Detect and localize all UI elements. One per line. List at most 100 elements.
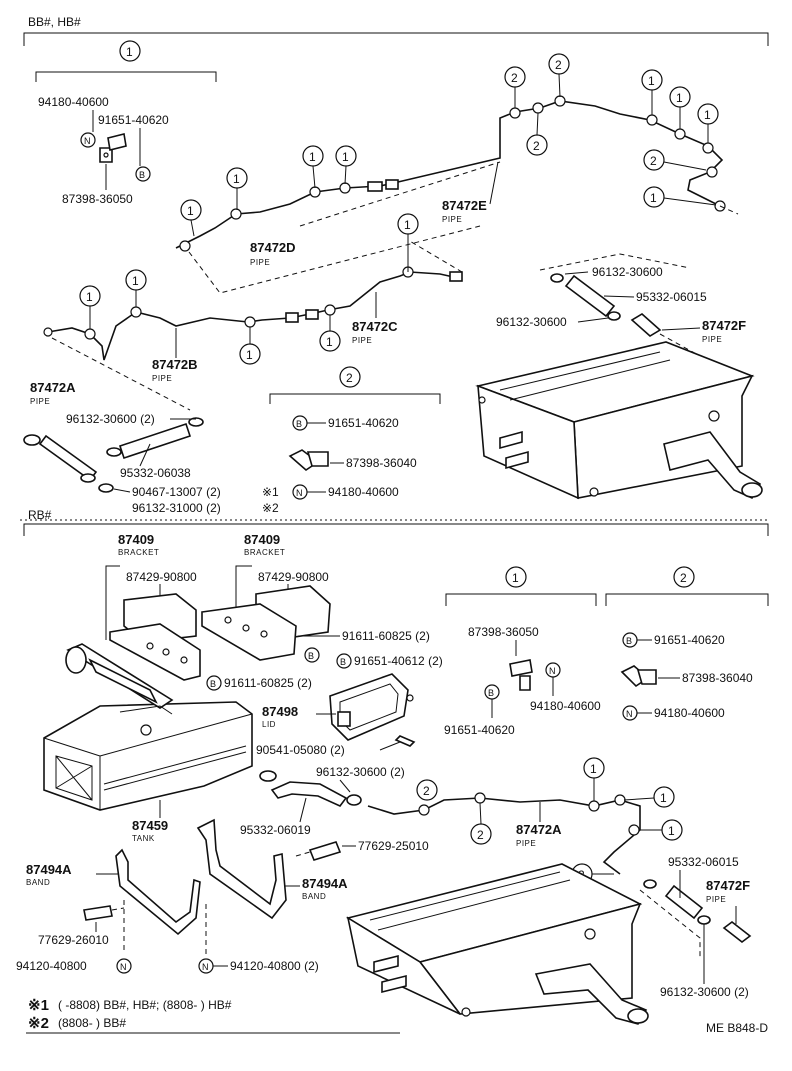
nut-symbol-n: N [292, 484, 308, 500]
hose-95332-06019 [259, 770, 362, 807]
bracket-part-2 [201, 585, 331, 661]
svg-text:B: B [296, 419, 302, 429]
bracket-label-1: 87409 [118, 532, 154, 547]
svg-text:1: 1 [660, 791, 667, 805]
clip-part [509, 659, 533, 691]
svg-text:B: B [210, 679, 216, 689]
plug-77629-26010 [83, 905, 113, 921]
svg-text:2: 2 [533, 139, 540, 153]
nut-symbol-n: N [622, 705, 638, 721]
hose-assembly-left [23, 417, 204, 493]
pipe-label-87472a: 87472A [30, 380, 76, 395]
section-label-top: BB#, HB# [28, 15, 81, 29]
ref-circles-bottom: 2 2 1 1 1 2 [416, 757, 683, 885]
leader-line [299, 797, 307, 823]
bolt-symbol-b: B [135, 166, 151, 182]
part-number: 91651-40620 [98, 113, 169, 127]
part-number: 94180-40600 [530, 699, 601, 713]
pipe-sublabel: PIPE [250, 258, 270, 267]
svg-text:1: 1 [512, 571, 519, 585]
section-bracket-top [23, 32, 769, 46]
group1-bracket-bottom [445, 593, 597, 606]
nut-symbol-n: N [198, 958, 214, 974]
part-number: 95332-06015 [668, 855, 739, 869]
svg-text:1: 1 [132, 274, 139, 288]
pipe-87472b-87472c [43, 266, 463, 361]
leader-line [339, 779, 351, 793]
bolt-symbol-b: B [484, 684, 500, 700]
svg-text:1: 1 [650, 191, 657, 205]
pipe-sublabel: PIPE [442, 215, 462, 224]
diagram-code: ME B848-D [706, 1021, 768, 1035]
section-label-bottom: RB# [28, 508, 52, 522]
band-sublabel-1: BAND [26, 878, 50, 887]
svg-text:2: 2 [477, 828, 484, 842]
lid-part [329, 673, 416, 747]
svg-text:B: B [626, 636, 632, 646]
nut-symbol-n: N [116, 958, 132, 974]
pipe-label-87472b: 87472B [152, 357, 198, 372]
pipe-label-87472f-bottom: 87472F [706, 878, 750, 893]
leader-line [564, 271, 589, 275]
svg-text:2: 2 [555, 58, 562, 72]
group1-bracket-top [35, 71, 217, 82]
svg-text:1: 1 [233, 172, 240, 186]
svg-text:N: N [120, 962, 127, 972]
part-number: 91651-40620 [654, 633, 725, 647]
bolt-symbol-b: B [622, 632, 638, 648]
band-part-1 [115, 848, 201, 936]
svg-text:1: 1 [404, 218, 411, 232]
fuel-tank [43, 643, 253, 811]
pipe-sublabel: PIPE [152, 374, 172, 383]
svg-text:1: 1 [590, 762, 597, 776]
svg-text:1: 1 [187, 204, 194, 218]
leader-line [661, 327, 701, 331]
hose-assembly-bottom-right [643, 879, 752, 944]
part-number: 94120-40800 (2) [230, 959, 319, 973]
bolt-symbol-b: B [206, 675, 222, 691]
part-number: 96132-30600 (2) [66, 412, 155, 426]
leader-line [235, 565, 252, 620]
pipe-87472d [175, 100, 724, 252]
leader-line [577, 317, 609, 323]
tank-label: 87459 [132, 818, 168, 833]
svg-text:N: N [84, 136, 91, 146]
clip-part [99, 133, 127, 163]
bracket-part-1 [109, 593, 201, 681]
pipe-sublabel: PIPE [516, 839, 536, 848]
svg-text:1: 1 [342, 150, 349, 164]
part-number: 96132-30600 [592, 265, 663, 279]
lid-label: 87498 [262, 704, 298, 719]
svg-text:1: 1 [676, 91, 683, 105]
ref-circles-upper: 1 1 1 1 2 2 2 1 1 1 2 1 [180, 53, 719, 237]
pipe-87472a-bottom [367, 792, 641, 875]
svg-text:B: B [340, 657, 346, 667]
part-number: 87429-90800 [258, 570, 329, 584]
svg-text:2: 2 [650, 154, 657, 168]
nut-symbol-n: N [80, 132, 96, 148]
tank-sublabel: TANK [132, 834, 155, 843]
ref-circle-top-group2: 2 [339, 366, 361, 388]
bracket-sublabel-1: BRACKET [118, 548, 159, 557]
pipe-sublabel: PIPE [30, 397, 50, 406]
part-number: 96132-30600 (2) [660, 985, 749, 999]
part-number: 87398-36040 [346, 456, 417, 470]
group2-bracket-top [269, 393, 441, 404]
leader-line [379, 741, 401, 751]
part-number: 95332-06019 [240, 823, 311, 837]
part-number: 87398-36040 [682, 671, 753, 685]
dashed-guide [719, 205, 739, 215]
ref-circle-bottom-group2: 2 [673, 566, 695, 588]
part-number: 96132-30600 [496, 315, 567, 329]
part-number: 77629-25010 [358, 839, 429, 853]
part-number: 91611-60825 (2) [224, 676, 312, 690]
part-number: 94180-40600 [38, 95, 109, 109]
note-mark: ※2 [262, 501, 279, 515]
band-label-2: 87494A [302, 876, 348, 891]
footnote-mark-2: ※2 [28, 1015, 49, 1032]
part-number: 94180-40600 [654, 706, 725, 720]
svg-text:N: N [626, 709, 633, 719]
bolt-symbol-b: B [304, 647, 320, 663]
